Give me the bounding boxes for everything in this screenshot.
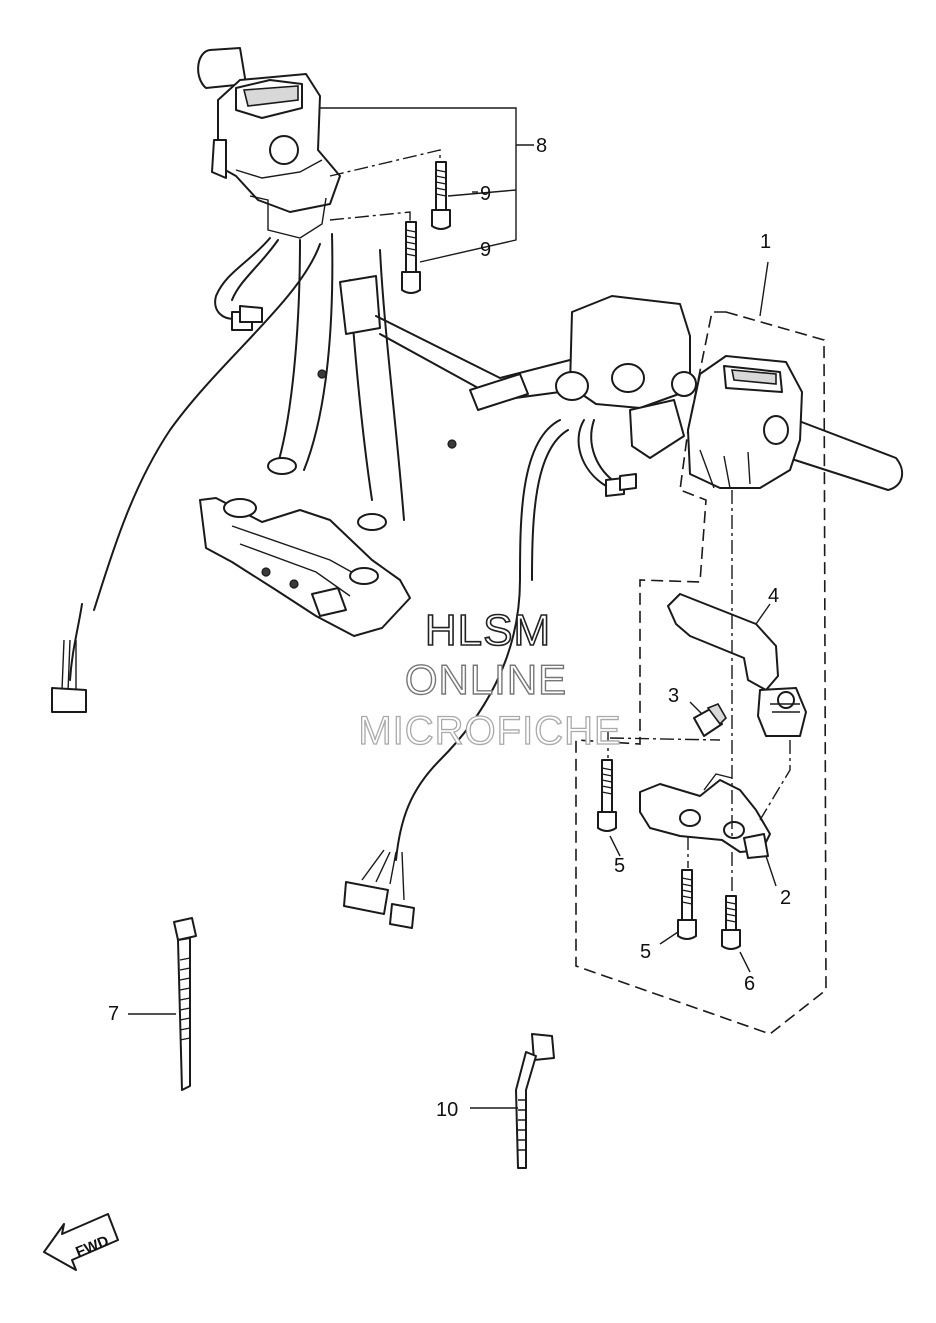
callout-labels: 1 2 3 4 5 5 6 7 8 9 9 10 xyxy=(108,135,791,1121)
cable-tie-straight xyxy=(173,917,197,1091)
screw-right xyxy=(721,895,741,950)
screw-left xyxy=(597,759,617,832)
callout-5-left: 5 xyxy=(614,855,625,877)
wire-harness-frame xyxy=(199,233,571,637)
watermark-line-2: ONLINE xyxy=(405,656,567,703)
callout-2: 2 xyxy=(780,887,791,909)
assembly-boundary xyxy=(575,311,827,1035)
callout-1: 1 xyxy=(760,231,771,253)
right-handlebar-switch xyxy=(687,355,904,491)
watermark-line-1: HLSM xyxy=(425,606,551,655)
screw-middle xyxy=(677,869,697,940)
screw-lower xyxy=(401,221,421,294)
callout-9-upper: 9 xyxy=(480,183,491,205)
pivot-pin xyxy=(693,702,727,737)
left-wire-lead xyxy=(51,243,321,713)
center-housing xyxy=(555,295,697,497)
lever-holder xyxy=(639,773,771,859)
callout-5-middle: 5 xyxy=(640,941,651,963)
watermark-line-3: MICROFICHE xyxy=(358,709,621,753)
callout-9-lower: 9 xyxy=(480,239,491,261)
callout-4: 4 xyxy=(768,585,779,607)
callout-7: 7 xyxy=(108,1003,119,1025)
left-handlebar-switch xyxy=(197,47,341,331)
alignment-lines xyxy=(329,149,791,894)
callout-8: 8 xyxy=(536,135,547,157)
watermark: HLSM ONLINE MICROFICHE xyxy=(358,605,622,753)
leader-lines xyxy=(128,107,777,1109)
fwd-arrow-icon: FWD xyxy=(43,1213,119,1271)
screw-upper xyxy=(431,161,451,230)
callout-3: 3 xyxy=(668,685,679,707)
brake-lever xyxy=(667,593,807,737)
callout-10: 10 xyxy=(436,1099,458,1121)
callout-6: 6 xyxy=(744,973,755,995)
right-wire-lead xyxy=(343,419,569,929)
cable-tie-bent xyxy=(515,1033,555,1169)
